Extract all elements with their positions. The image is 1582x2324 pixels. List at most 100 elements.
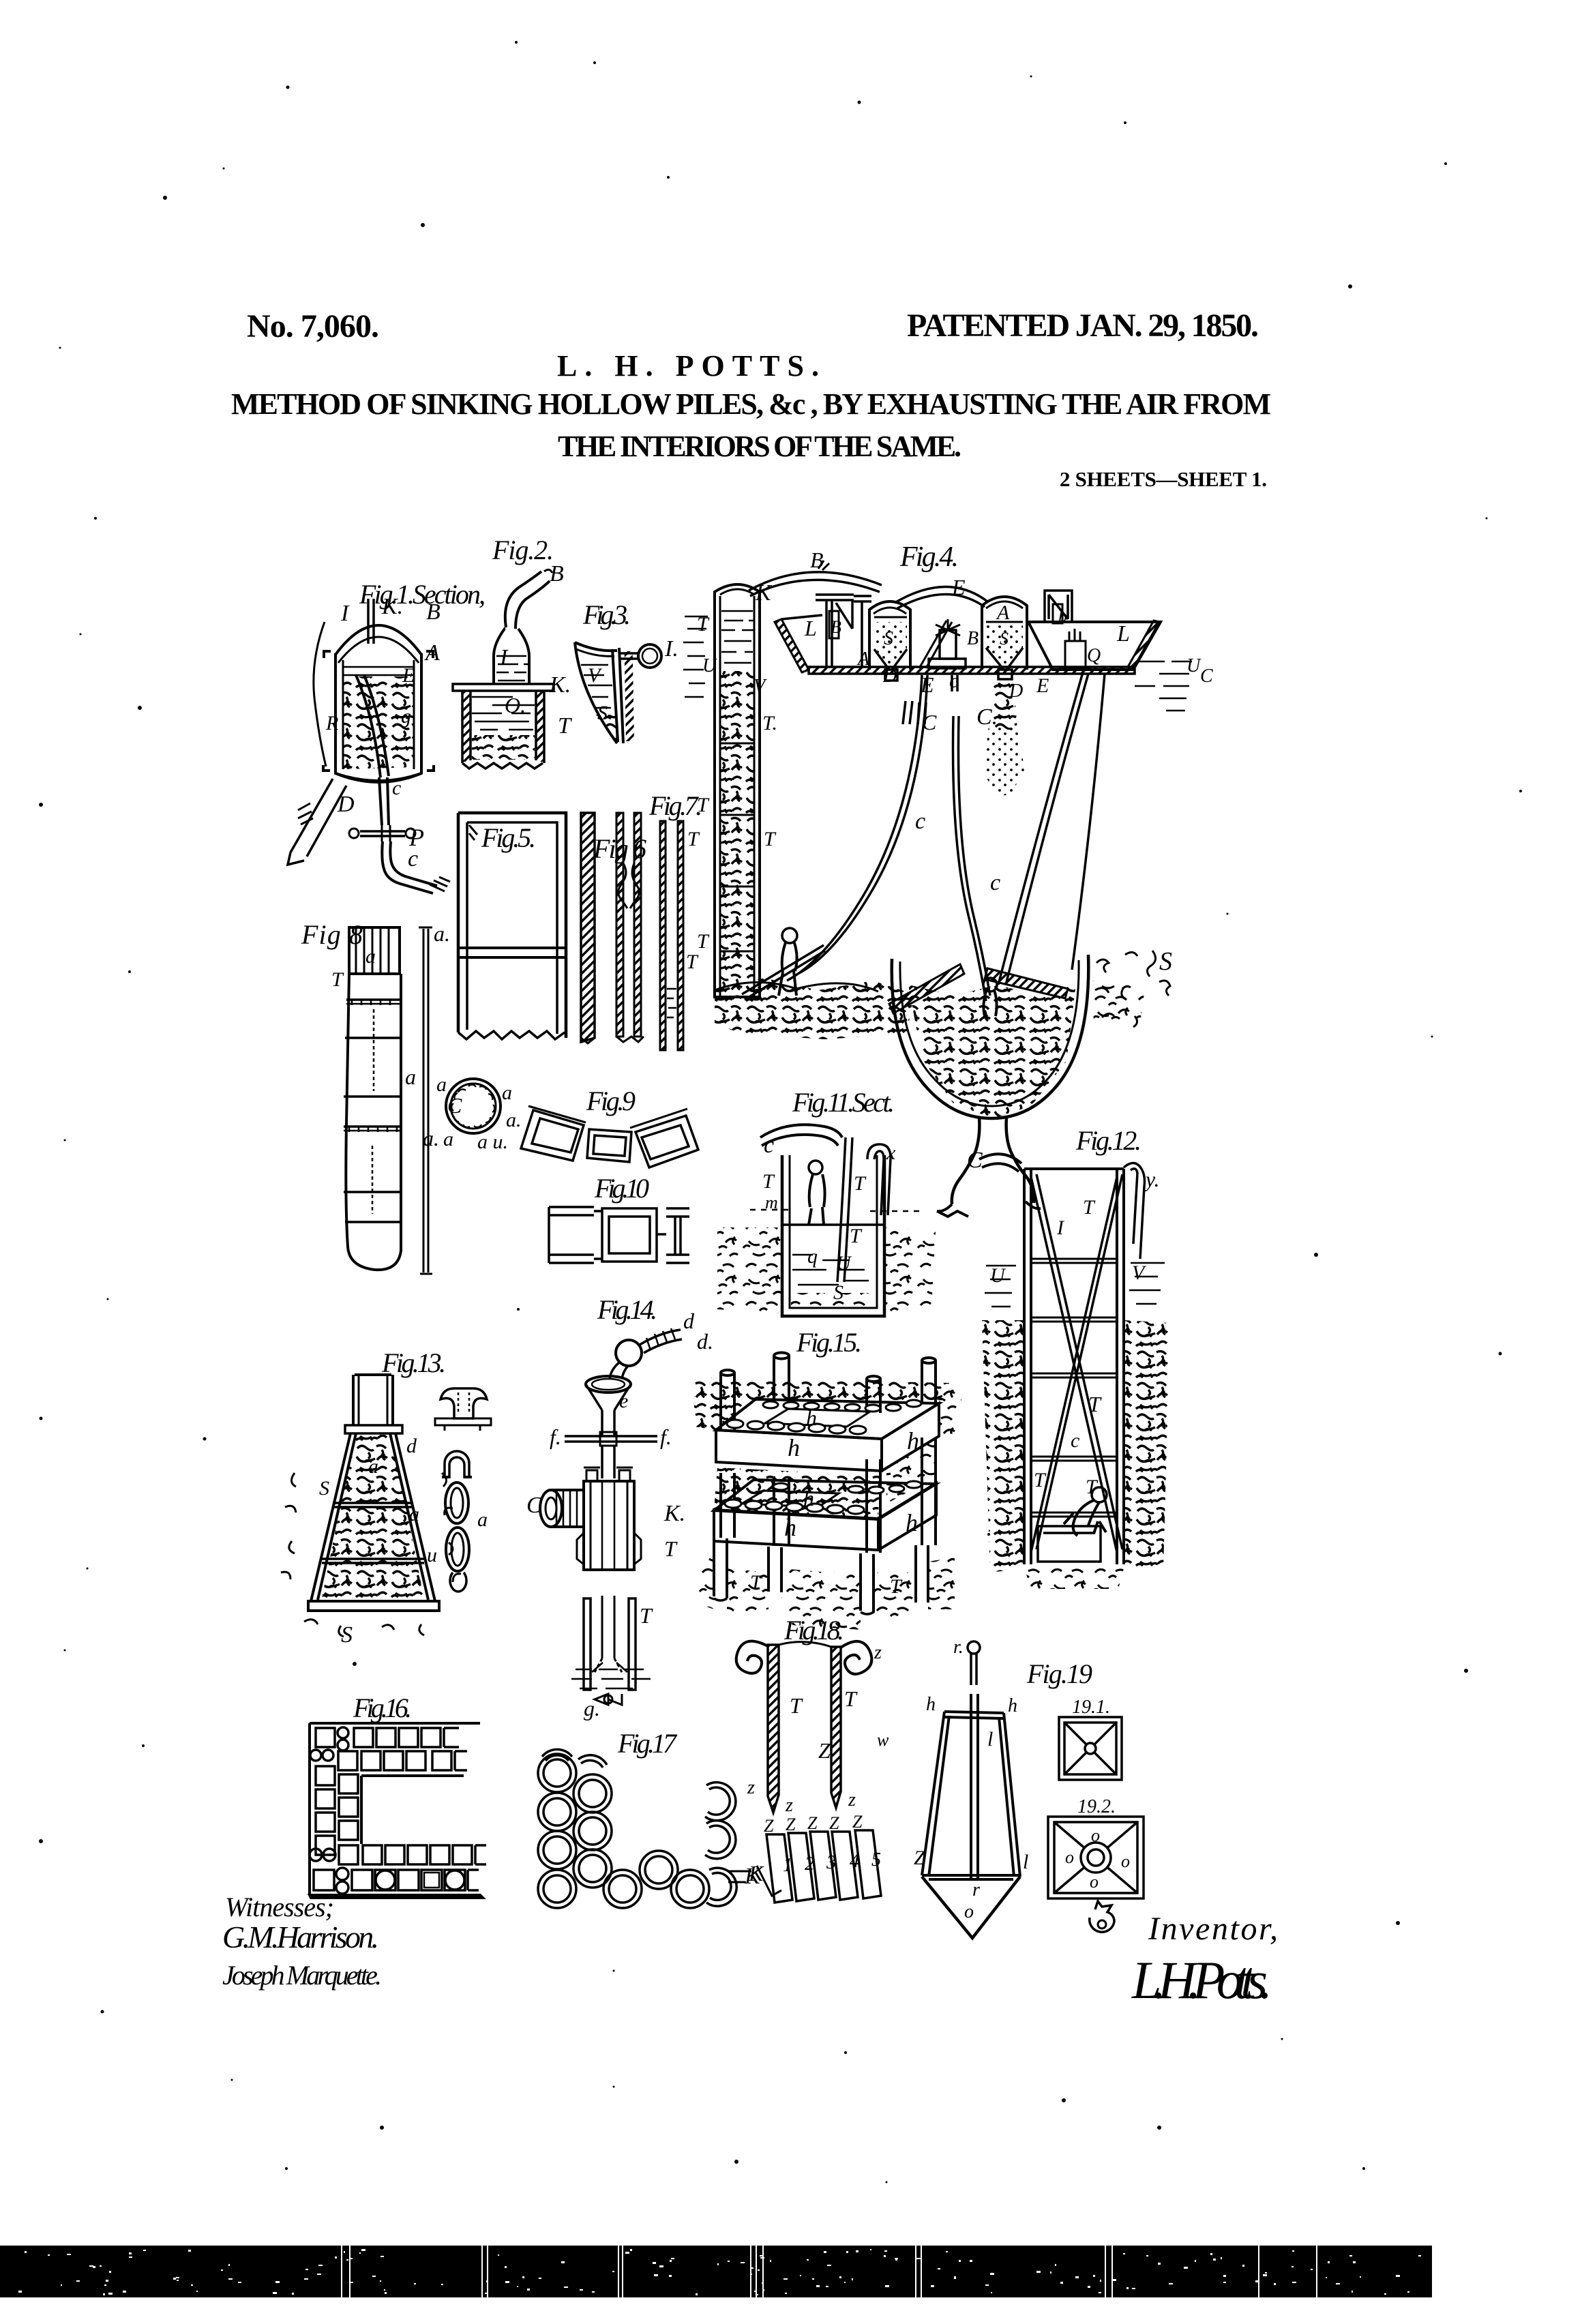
svg-text:P: P	[408, 824, 424, 851]
svg-text:Z: Z	[829, 1813, 839, 1833]
svg-text:I: I	[1056, 1217, 1065, 1239]
svg-text:u: u	[427, 1544, 437, 1566]
svg-text:B: B	[810, 548, 824, 572]
svg-text:T: T	[764, 828, 777, 850]
svg-text:T: T	[697, 930, 710, 953]
svg-text:l: l	[987, 1728, 993, 1751]
svg-text:K.: K.	[381, 594, 403, 619]
svg-text:B: B	[967, 628, 979, 649]
svg-text:Z: Z	[786, 1815, 796, 1834]
svg-text:f.: f.	[660, 1425, 672, 1449]
svg-text:T: T	[1034, 1469, 1047, 1491]
svg-text:l: l	[1023, 1851, 1028, 1873]
svg-text:Fig.17: Fig.17	[617, 1728, 678, 1759]
svg-text:C: C	[967, 1148, 983, 1173]
svg-text:Fig.16.: Fig.16.	[353, 1693, 412, 1723]
svg-text:Fig.18.: Fig.18.	[783, 1615, 844, 1645]
svg-text:h: h	[907, 1427, 919, 1455]
svg-text:Fig.1.Section,: Fig.1.Section,	[359, 579, 486, 610]
svg-text:T: T	[697, 794, 710, 816]
svg-text:U: U	[702, 655, 717, 676]
svg-text:5: 5	[871, 1849, 881, 1871]
svg-text:a: a	[409, 1503, 419, 1525]
svg-text:a: a	[405, 1064, 416, 1089]
svg-text:h: h	[803, 1486, 814, 1510]
svg-text:c: c	[764, 1133, 774, 1158]
svg-text:a u.: a u.	[477, 1131, 508, 1153]
svg-text:z: z	[874, 1642, 882, 1663]
svg-text:D: D	[1009, 681, 1023, 702]
svg-text:a: a	[443, 1128, 453, 1150]
svg-text:V: V	[753, 676, 767, 697]
svg-text:T: T	[697, 613, 710, 636]
svg-text:T: T	[664, 1536, 678, 1561]
svg-text:d: d	[683, 1309, 695, 1333]
svg-text:19.1.: 19.1.	[1072, 1697, 1110, 1718]
svg-text:c: c	[392, 777, 401, 799]
svg-text:I.: I.	[664, 636, 678, 661]
svg-text:B: B	[426, 599, 441, 625]
svg-text:a: a	[365, 945, 376, 968]
svg-text:d.: d.	[697, 1329, 713, 1354]
svg-text:PATENTED JAN. 29, 1850.: PATENTED JAN. 29, 1850.	[907, 308, 1259, 344]
svg-text:a.: a.	[423, 1126, 439, 1150]
svg-text:a: a	[502, 1082, 512, 1104]
svg-text:Z: Z	[914, 1847, 925, 1869]
svg-text:L.H.Potts.: L.H.Potts.	[1131, 1950, 1272, 2010]
svg-text:A: A	[856, 649, 870, 670]
svg-text:c: c	[408, 846, 418, 872]
svg-text:h: h	[788, 1434, 800, 1461]
svg-text:d: d	[406, 1435, 417, 1457]
svg-text:C: C	[1200, 666, 1213, 687]
svg-text:T: T	[331, 968, 344, 991]
svg-text:B: B	[831, 617, 841, 637]
svg-text:Z: Z	[852, 1812, 863, 1832]
svg-text:I: I	[340, 601, 350, 626]
svg-text:T: T	[762, 1170, 775, 1193]
svg-text:o: o	[1065, 1847, 1074, 1867]
svg-text:D: D	[882, 666, 897, 687]
svg-text:Fig.9: Fig.9	[586, 1086, 636, 1116]
svg-text:S: S	[833, 1281, 844, 1304]
svg-text:G.M.Harrison.: G.M.Harrison.	[222, 1920, 379, 1954]
svg-text:Fig.14.: Fig.14.	[597, 1294, 657, 1325]
svg-text:E: E	[1036, 674, 1049, 697]
svg-text:y.: y.	[1144, 1167, 1159, 1191]
svg-text:h: h	[784, 1514, 796, 1541]
svg-text:T: T	[1086, 1476, 1099, 1498]
svg-text:S: S	[884, 628, 893, 649]
svg-text:Inventor,: Inventor,	[1148, 1911, 1278, 1947]
svg-text:4: 4	[850, 1851, 859, 1872]
svg-text:T: T	[850, 1225, 863, 1247]
svg-text:K: K	[744, 1864, 762, 1889]
svg-text:c: c	[915, 809, 925, 834]
svg-text:Z: Z	[764, 1816, 774, 1836]
svg-text:h: h	[806, 1405, 817, 1430]
svg-text:o: o	[1091, 1826, 1100, 1845]
svg-text:Witnesses;: Witnesses;	[225, 1892, 334, 1922]
svg-text:Fig.15.: Fig.15.	[796, 1327, 862, 1358]
svg-text:L: L	[804, 616, 817, 640]
svg-text:z: z	[848, 1789, 856, 1811]
svg-text:S: S	[1000, 629, 1009, 649]
svg-text:c: c	[990, 870, 1000, 895]
svg-text:Fig.3.: Fig.3.	[582, 599, 631, 630]
svg-text:V: V	[1132, 1262, 1147, 1284]
svg-text:C: C	[447, 1093, 462, 1118]
svg-text:a: a	[436, 1073, 447, 1096]
svg-text:T: T	[558, 713, 572, 739]
svg-text:Fig.2.: Fig.2.	[492, 535, 554, 565]
svg-text:S: S	[341, 1622, 353, 1648]
svg-text:T: T	[750, 1571, 763, 1594]
svg-text:x: x	[886, 1142, 896, 1164]
svg-text:C.: C.	[976, 704, 998, 730]
svg-text:T: T	[686, 951, 699, 973]
svg-text:h: h	[1008, 1695, 1017, 1716]
svg-text:z: z	[747, 1777, 755, 1798]
svg-text:o: o	[1090, 1872, 1099, 1892]
svg-text:S: S	[319, 1477, 329, 1500]
svg-text:c: c	[1071, 1429, 1079, 1452]
svg-text:T: T	[1083, 1196, 1096, 1219]
svg-text:T: T	[790, 1693, 803, 1718]
svg-text:w: w	[877, 1730, 889, 1750]
